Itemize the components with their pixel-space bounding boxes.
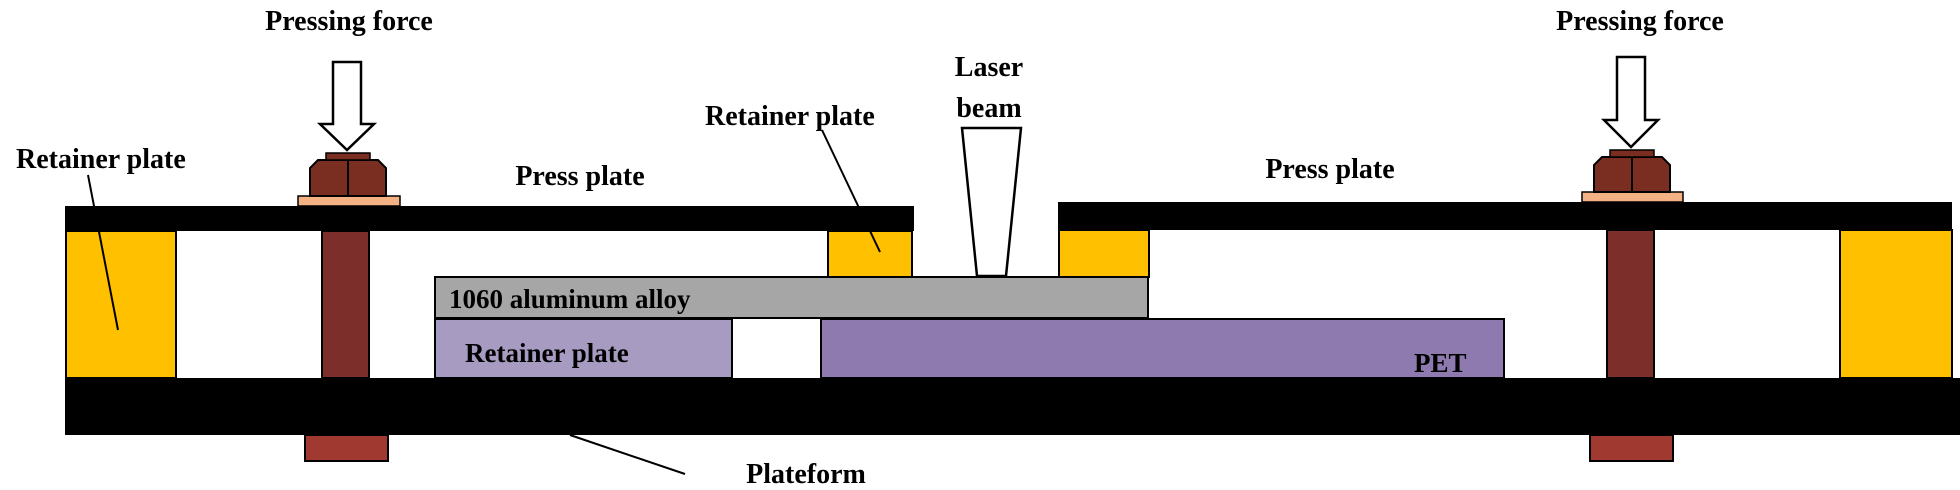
bolt-tail-right	[1589, 434, 1674, 462]
label-pet: PET	[1414, 348, 1467, 378]
leader-line-retainer-left	[87, 174, 119, 331]
bolt-tail-left	[304, 434, 389, 462]
platform-base	[65, 378, 1960, 435]
washer-left	[297, 195, 401, 207]
label-retainer-plate-center: Retainer plate	[705, 101, 875, 132]
washer-right	[1581, 191, 1684, 203]
retainer-block-center-right	[1058, 229, 1150, 278]
bolt-shaft-left	[321, 230, 370, 379]
aluminum-alloy-plate	[434, 276, 1149, 319]
label-pressing-force-right: Pressing force	[1556, 6, 1724, 37]
nut-left	[309, 152, 387, 197]
pet-plate	[820, 318, 1505, 379]
leader-line-retainer-center	[821, 129, 881, 253]
label-laser-beam-line1: Laser	[955, 52, 1023, 83]
label-platform: Plateform	[746, 459, 866, 490]
nut-right	[1593, 149, 1671, 193]
label-pressing-force-left: Pressing force	[265, 6, 433, 37]
label-retainer-plate-bottom: Retainer plate	[465, 338, 629, 368]
pressing-force-arrow-left-icon	[316, 60, 378, 152]
pressing-force-arrow-right-icon	[1600, 55, 1662, 149]
leader-line-platform	[569, 434, 686, 475]
retainer-plate-bottom	[434, 318, 733, 379]
label-aluminum-alloy: 1060 aluminum alloy	[449, 284, 691, 314]
bolt-shaft-right	[1606, 229, 1655, 379]
retainer-block-left	[65, 230, 177, 379]
press-plate-right	[1058, 202, 1952, 230]
retainer-block-center-left	[827, 230, 913, 278]
label-press-plate-right: Press plate	[1265, 154, 1394, 185]
label-laser-beam-line2: beam	[956, 93, 1021, 124]
label-press-plate-left: Press plate	[515, 161, 644, 192]
press-plate-left	[65, 206, 914, 231]
label-retainer-plate-top-left: Retainer plate	[16, 144, 186, 175]
retainer-block-right	[1839, 229, 1953, 379]
laser-beam-icon	[960, 126, 1023, 278]
